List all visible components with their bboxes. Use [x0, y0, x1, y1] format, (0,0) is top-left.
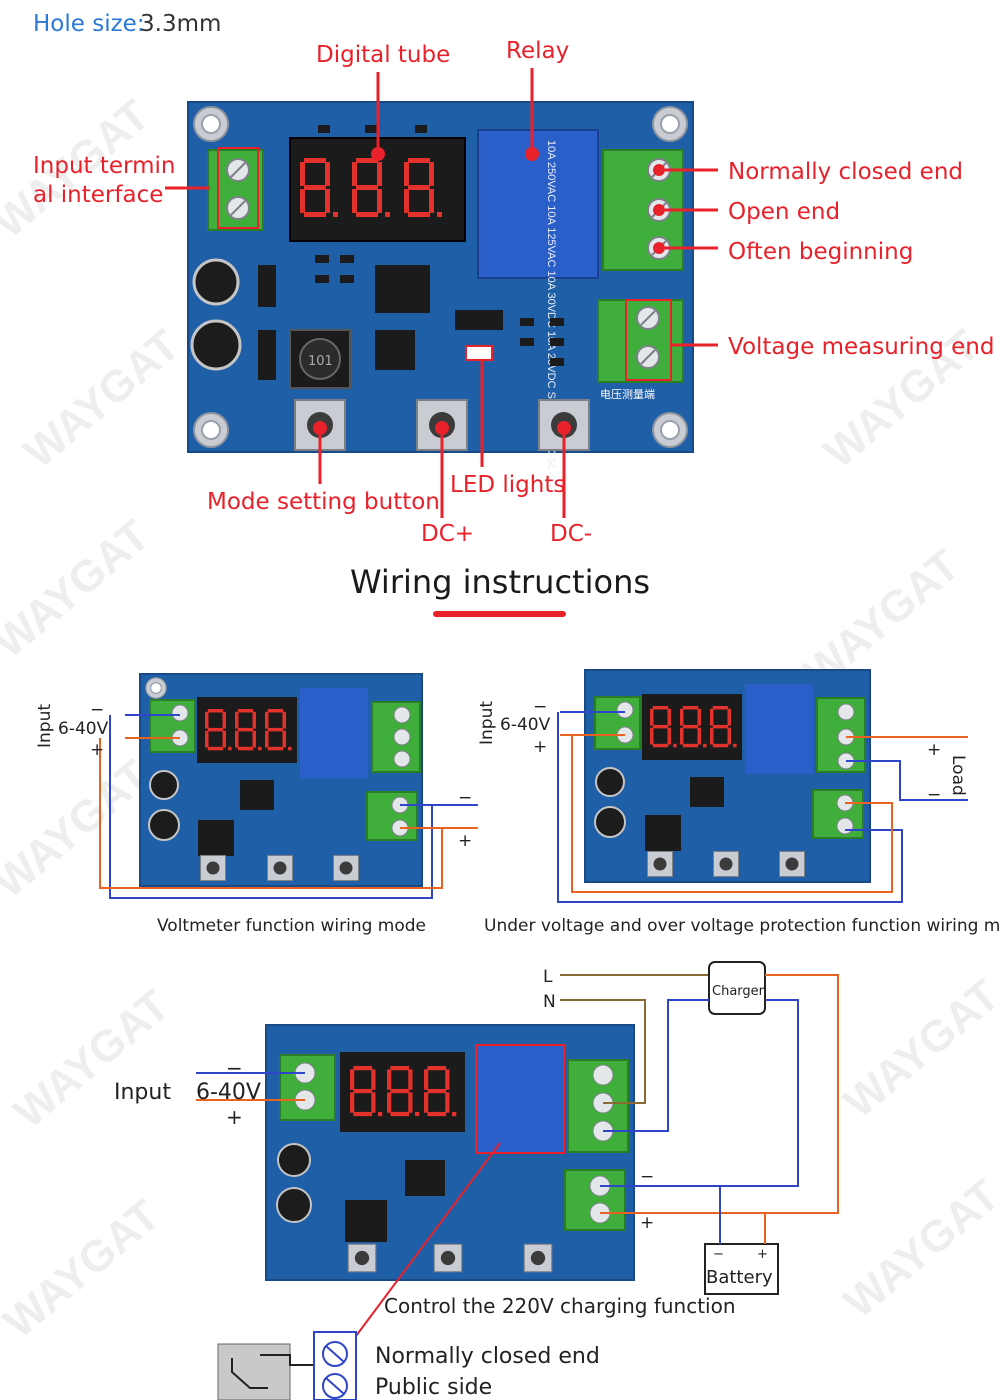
callout-relay: Relay — [506, 38, 569, 64]
watermark: WAYGAT — [0, 1191, 169, 1348]
d3-right-minus: − — [640, 1167, 654, 1187]
watermark: WAYGAT — [835, 971, 1000, 1128]
callout-voltage-measuring: Voltage measuring end — [728, 334, 994, 360]
d2-right-minus: − — [927, 785, 941, 805]
callout-digital-tube: Digital tube — [316, 42, 450, 68]
d3-l: L — [543, 967, 553, 987]
d2-load: Load — [948, 755, 968, 796]
d3-public-side: Public side — [375, 1375, 492, 1400]
diagram-charging — [196, 961, 839, 1400]
d1-input: Input — [35, 704, 55, 748]
callout-normally-closed: Normally closed end — [728, 159, 963, 185]
d3-right-plus: + — [640, 1213, 654, 1233]
section-title: Wiring instructions — [350, 563, 650, 601]
d2-caption: Under voltage and over voltage protectio… — [484, 916, 1000, 936]
callout-often-beginning: Often beginning — [728, 239, 913, 265]
d2-minus: − — [533, 697, 547, 717]
watermark: WAYGAT — [5, 981, 179, 1138]
hole-size-label: Hole size: — [33, 11, 145, 37]
d3-minus: − — [226, 1056, 243, 1080]
d1-voltage: 6-40V — [58, 719, 109, 739]
relay-text: 10A 250VAC 10A 125VAC 10A 30VDC 10A 28VD… — [545, 140, 557, 483]
d2-voltage: 6-40V — [500, 715, 551, 735]
d3-n: N — [543, 992, 556, 1012]
d3-caption: Control the 220V charging function — [384, 1294, 736, 1318]
d3-battery: Battery — [706, 1267, 773, 1288]
callout-dc-plus: DC+ — [421, 521, 474, 547]
callout-lines — [165, 68, 718, 518]
d2-input: Input — [477, 701, 497, 745]
callout-dc-minus: DC- — [550, 521, 592, 547]
callout-mode-button: Mode setting button — [207, 489, 440, 515]
diagram-protection — [557, 669, 968, 903]
d3-battery-minus: − — [713, 1247, 724, 1262]
d3-input: Input — [114, 1080, 171, 1105]
callout-input-line1: Input termin — [33, 153, 175, 179]
d1-right-plus: + — [458, 831, 472, 851]
title-underline — [433, 611, 566, 617]
d2-plus: + — [533, 737, 547, 757]
callout-led-lights: LED lights — [450, 472, 565, 498]
inductor-label: 101 — [308, 354, 333, 369]
watermark: WAYGAT — [835, 1171, 1000, 1328]
d3-charger: Charger — [712, 984, 765, 999]
diagram-voltmeter — [99, 673, 478, 899]
d1-right-minus: − — [458, 788, 472, 808]
d2-right-plus: + — [927, 740, 941, 760]
measure-label: 电压测量端 — [600, 388, 655, 401]
watermark: WAYGAT — [0, 511, 159, 668]
watermark: WAYGAT — [0, 751, 159, 908]
callout-open-end: Open end — [728, 199, 840, 225]
watermark: WAYGAT — [15, 321, 189, 478]
main-board: 10A 250VAC 10A 125VAC 10A 30VDC 10A 28VD… — [187, 101, 694, 483]
d3-nc-end: Normally closed end — [375, 1344, 600, 1369]
hole-size-value: 3.3mm — [140, 11, 221, 37]
callout-input-line2: al interface — [33, 182, 163, 208]
d3-voltage: 6-40V — [196, 1080, 261, 1105]
d1-caption: Voltmeter function wiring mode — [157, 916, 426, 936]
d3-battery-plus: + — [757, 1247, 768, 1262]
d3-plus: + — [226, 1105, 243, 1129]
d1-plus: + — [90, 740, 104, 760]
d1-minus: − — [90, 700, 104, 720]
